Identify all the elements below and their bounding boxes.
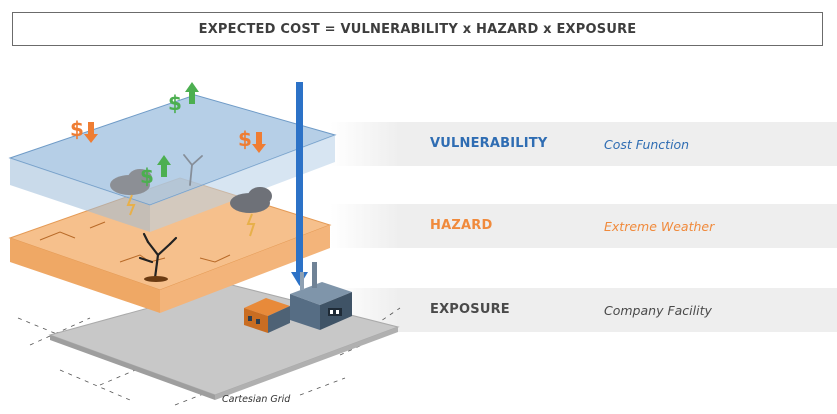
svg-text:$: $ [140,164,154,188]
hazard-band [330,204,837,248]
svg-text:$: $ [168,91,182,115]
exposure-description: Company Facility [604,303,712,318]
formula-text: EXPECTED COST = VULNERABILITY x HAZARD x… [198,21,637,37]
vulnerability-plane-edge-right [150,135,335,232]
factory-icon [290,262,352,330]
vulnerability-plane-edge-left [10,158,150,232]
hazard-plane-edge-left [10,238,160,313]
vulnerability-description: Cost Function [604,137,690,152]
grid-plane-edge [50,335,215,400]
grid-plane-edge-right [215,327,398,400]
storm-cloud-icon-right [230,187,272,237]
vulnerability-label: VULNERABILITY [430,136,548,151]
dollar-up-icon-center: $ [140,155,171,188]
storm-cloud-icon [110,169,152,216]
hazard-label: HAZARD [430,218,493,233]
exposure-label: EXPOSURE [430,302,510,317]
hazard-description: Extreme Weather [604,219,715,234]
svg-text:$: $ [238,127,252,151]
warehouse-icon [244,298,290,333]
dollar-down-icon: $ [70,117,98,143]
hazard-plane-edge-right [160,225,330,313]
dollar-up-icon: $ [168,82,199,115]
exposure-band [330,288,837,332]
dead-tree-icon-faint [183,154,203,186]
vulnerability-band [330,122,837,166]
svg-text:$: $ [70,117,84,141]
formula-box: EXPECTED COST = VULNERABILITY x HAZARD x… [12,12,823,46]
dollar-icons: $ $ $ $ [70,82,266,188]
dead-tree-icon [138,232,178,280]
tree-shadow [144,276,168,282]
dollar-down-icon-right: $ [238,127,266,153]
cartesian-grid-label: Cartesian Grid [222,394,291,405]
